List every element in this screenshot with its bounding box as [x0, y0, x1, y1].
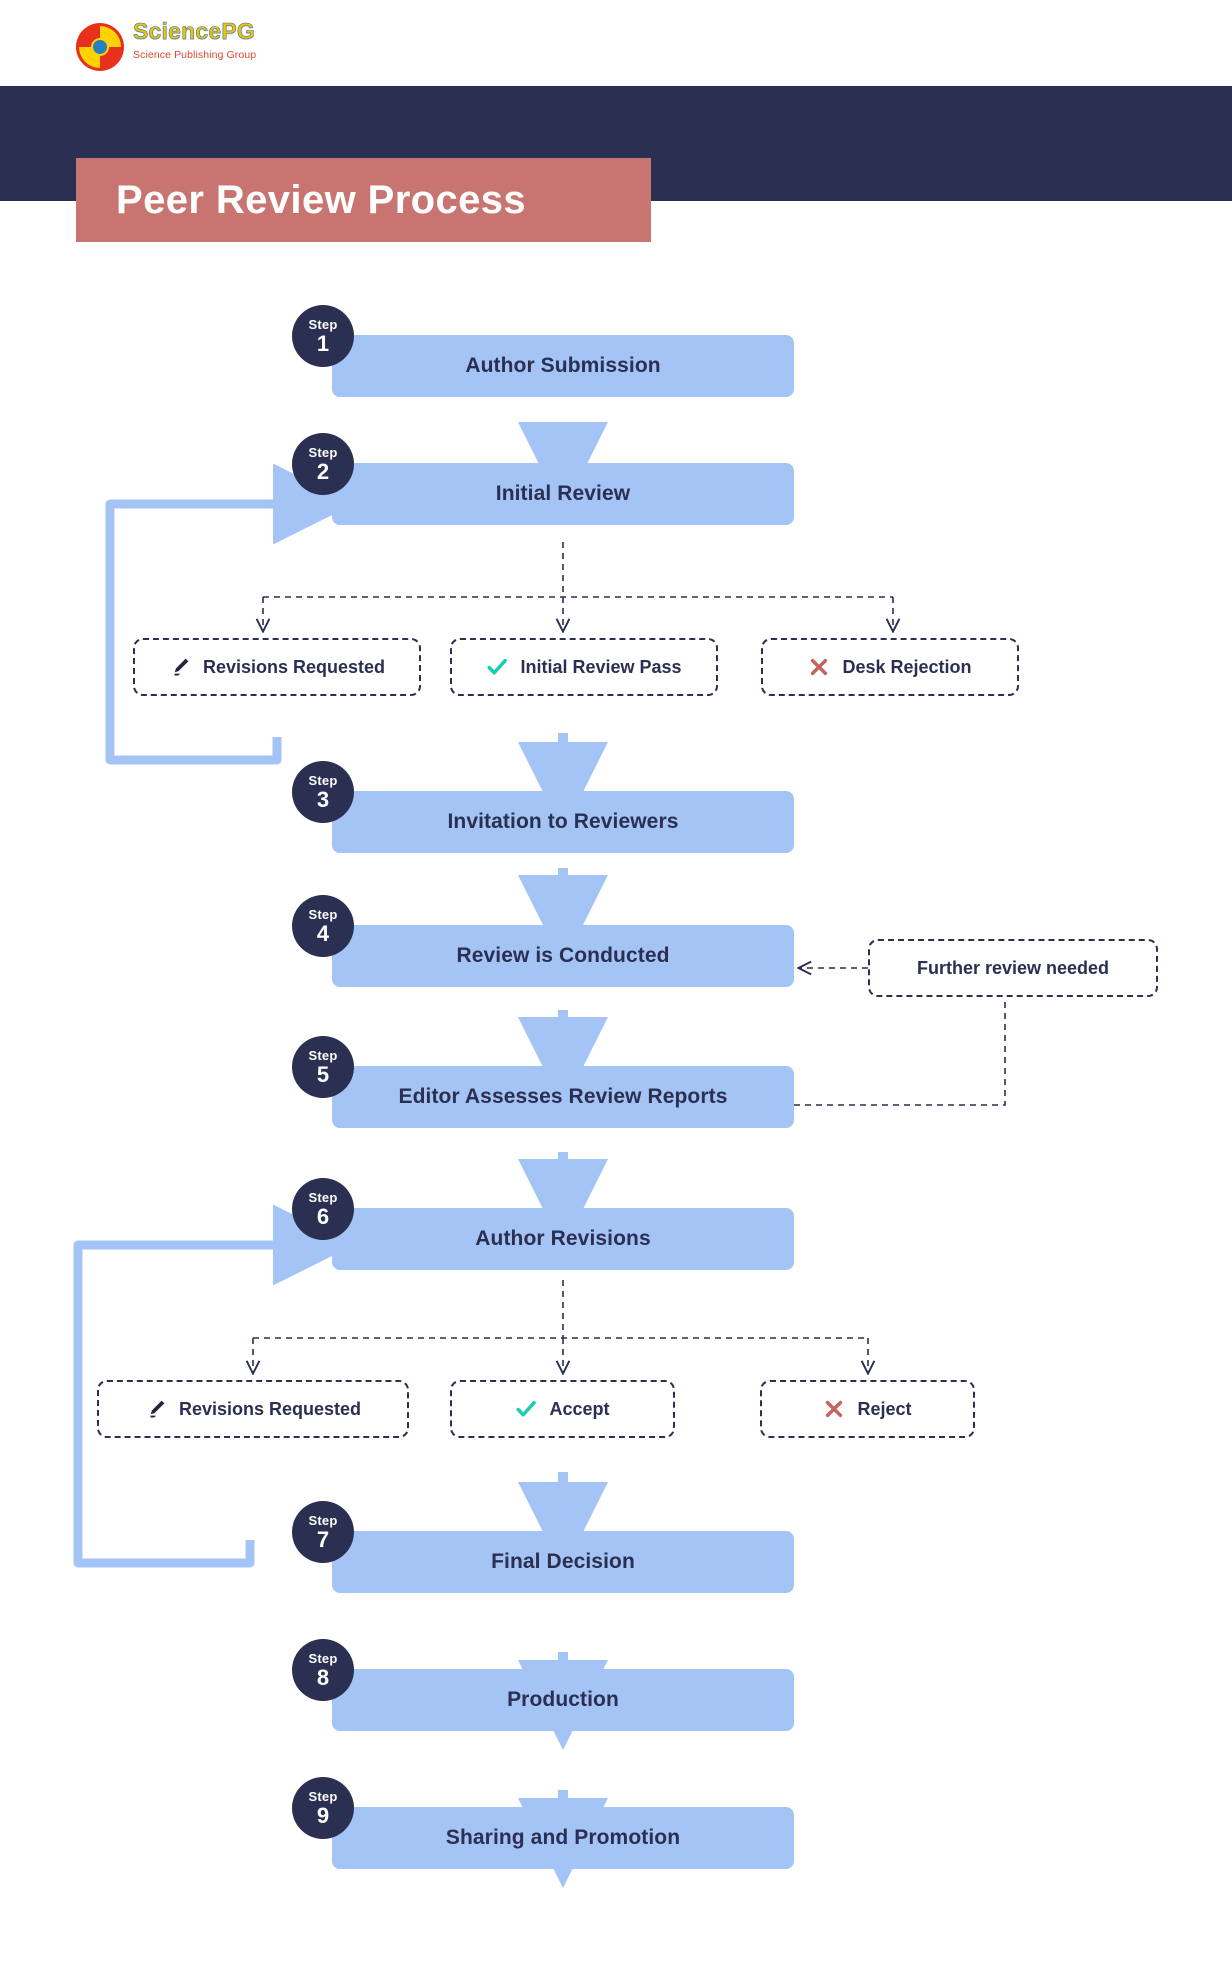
- decision-label: Revisions Requested: [178, 1398, 362, 1419]
- decision-revisions-requested-2[interactable]: Revisions Requested: [97, 1380, 409, 1438]
- dash-editor-to-further-review: [794, 998, 1006, 1106]
- step-badge-number-5: 5: [316, 1061, 330, 1087]
- step-box-9[interactable]: Sharing and Promotion: [332, 1807, 794, 1869]
- step-badge-number-2: 2: [316, 458, 330, 484]
- check-icon: [516, 1400, 537, 1417]
- step-badge-6[interactable]: Step 6: [292, 1178, 354, 1240]
- step-badge-word-8: Step: [308, 1650, 338, 1666]
- sciencepg-circles-icon: [75, 22, 125, 72]
- step-box-1[interactable]: Author Submission: [332, 335, 794, 397]
- step-badge-5[interactable]: Step 5: [292, 1036, 354, 1098]
- step-box-5[interactable]: Editor Assesses Review Reports: [332, 1066, 794, 1128]
- step-badge-word-1: Step: [308, 316, 338, 332]
- step-label-1: Author Submission: [465, 354, 661, 377]
- step-box-7[interactable]: Final Decision: [332, 1531, 794, 1593]
- step-badge-number-3: 3: [316, 786, 330, 812]
- step-box-2[interactable]: Initial Review: [332, 463, 794, 525]
- decision-label: Initial Review Pass: [520, 656, 682, 677]
- step-label-4: Review is Conducted: [456, 944, 670, 967]
- step-badge-number-4: 4: [316, 920, 330, 946]
- step-badge-7[interactable]: Step 7: [292, 1501, 354, 1563]
- step-label-8: Production: [507, 1688, 619, 1711]
- decision-accept[interactable]: Accept: [450, 1380, 675, 1438]
- decision-label: Desk Rejection: [842, 656, 972, 677]
- brand-name: SciencePG: [133, 18, 255, 44]
- note-further-review-needed[interactable]: Further review needed: [868, 939, 1158, 997]
- step-label-6: Author Revisions: [475, 1227, 651, 1250]
- step-badge-word-4: Step: [308, 906, 338, 922]
- step-label-2: Initial Review: [495, 482, 631, 505]
- step-badge-3[interactable]: Step 3: [292, 761, 354, 823]
- brand-logo: SciencePG Science Publishing Group: [75, 18, 285, 78]
- step-badge-8[interactable]: Step 8: [292, 1639, 354, 1701]
- step-badge-number-6: 6: [316, 1203, 330, 1229]
- step-badge-9[interactable]: Step 9: [292, 1777, 354, 1839]
- step-badge-word-7: Step: [308, 1512, 338, 1528]
- step-badge-2[interactable]: Step 2: [292, 433, 354, 495]
- step-badge-4[interactable]: Step 4: [292, 895, 354, 957]
- step-badge-word-6: Step: [308, 1189, 338, 1205]
- decision-label: Reject: [857, 1398, 912, 1419]
- page-title-block: Peer Review Process: [76, 158, 651, 242]
- step-label-9: Sharing and Promotion: [445, 1826, 681, 1849]
- step-badge-number-9: 9: [316, 1802, 330, 1828]
- brand-wordmark: SciencePG Science Publishing Group: [133, 18, 293, 61]
- step-label-3: Invitation to Reviewers: [447, 810, 679, 833]
- decision-reject[interactable]: Reject: [760, 1380, 975, 1438]
- step-badge-word-5: Step: [308, 1047, 338, 1063]
- pencil-icon: [150, 1400, 165, 1418]
- check-icon: [487, 658, 508, 675]
- step-badge-number-8: 8: [316, 1664, 330, 1690]
- step-badge-1[interactable]: Step 1: [292, 305, 354, 367]
- decision-initial-review-pass[interactable]: Initial Review Pass: [450, 638, 718, 696]
- step-badge-number-1: 1: [316, 330, 330, 356]
- step-box-6[interactable]: Author Revisions: [332, 1208, 794, 1270]
- step-box-4[interactable]: Review is Conducted: [332, 925, 794, 987]
- decision-revisions-requested-1[interactable]: Revisions Requested: [133, 638, 421, 696]
- decision-label: Revisions Requested: [202, 656, 386, 677]
- page-title: Peer Review Process: [116, 177, 527, 222]
- step-badge-word-2: Step: [308, 444, 338, 460]
- pencil-icon: [174, 658, 189, 676]
- cross-icon: [811, 658, 828, 676]
- cross-icon: [826, 1400, 843, 1418]
- step-badge-word-3: Step: [308, 772, 338, 788]
- step-badge-word-9: Step: [308, 1788, 338, 1804]
- step-badge-number-7: 7: [316, 1526, 330, 1552]
- step-label-7: Final Decision: [491, 1550, 635, 1573]
- note-label: Further review needed: [916, 957, 1110, 978]
- step-box-8[interactable]: Production: [332, 1669, 794, 1731]
- brand-tagline: Science Publishing Group: [133, 49, 257, 61]
- step-label-5: Editor Assesses Review Reports: [398, 1085, 728, 1108]
- loop-revisions-to-author-revisions: [73, 1204, 354, 1568]
- decision-desk-rejection[interactable]: Desk Rejection: [761, 638, 1019, 696]
- loop-revisions-to-initial-review: [105, 463, 354, 765]
- step-box-3[interactable]: Invitation to Reviewers: [332, 791, 794, 853]
- decision-label: Accept: [549, 1398, 610, 1419]
